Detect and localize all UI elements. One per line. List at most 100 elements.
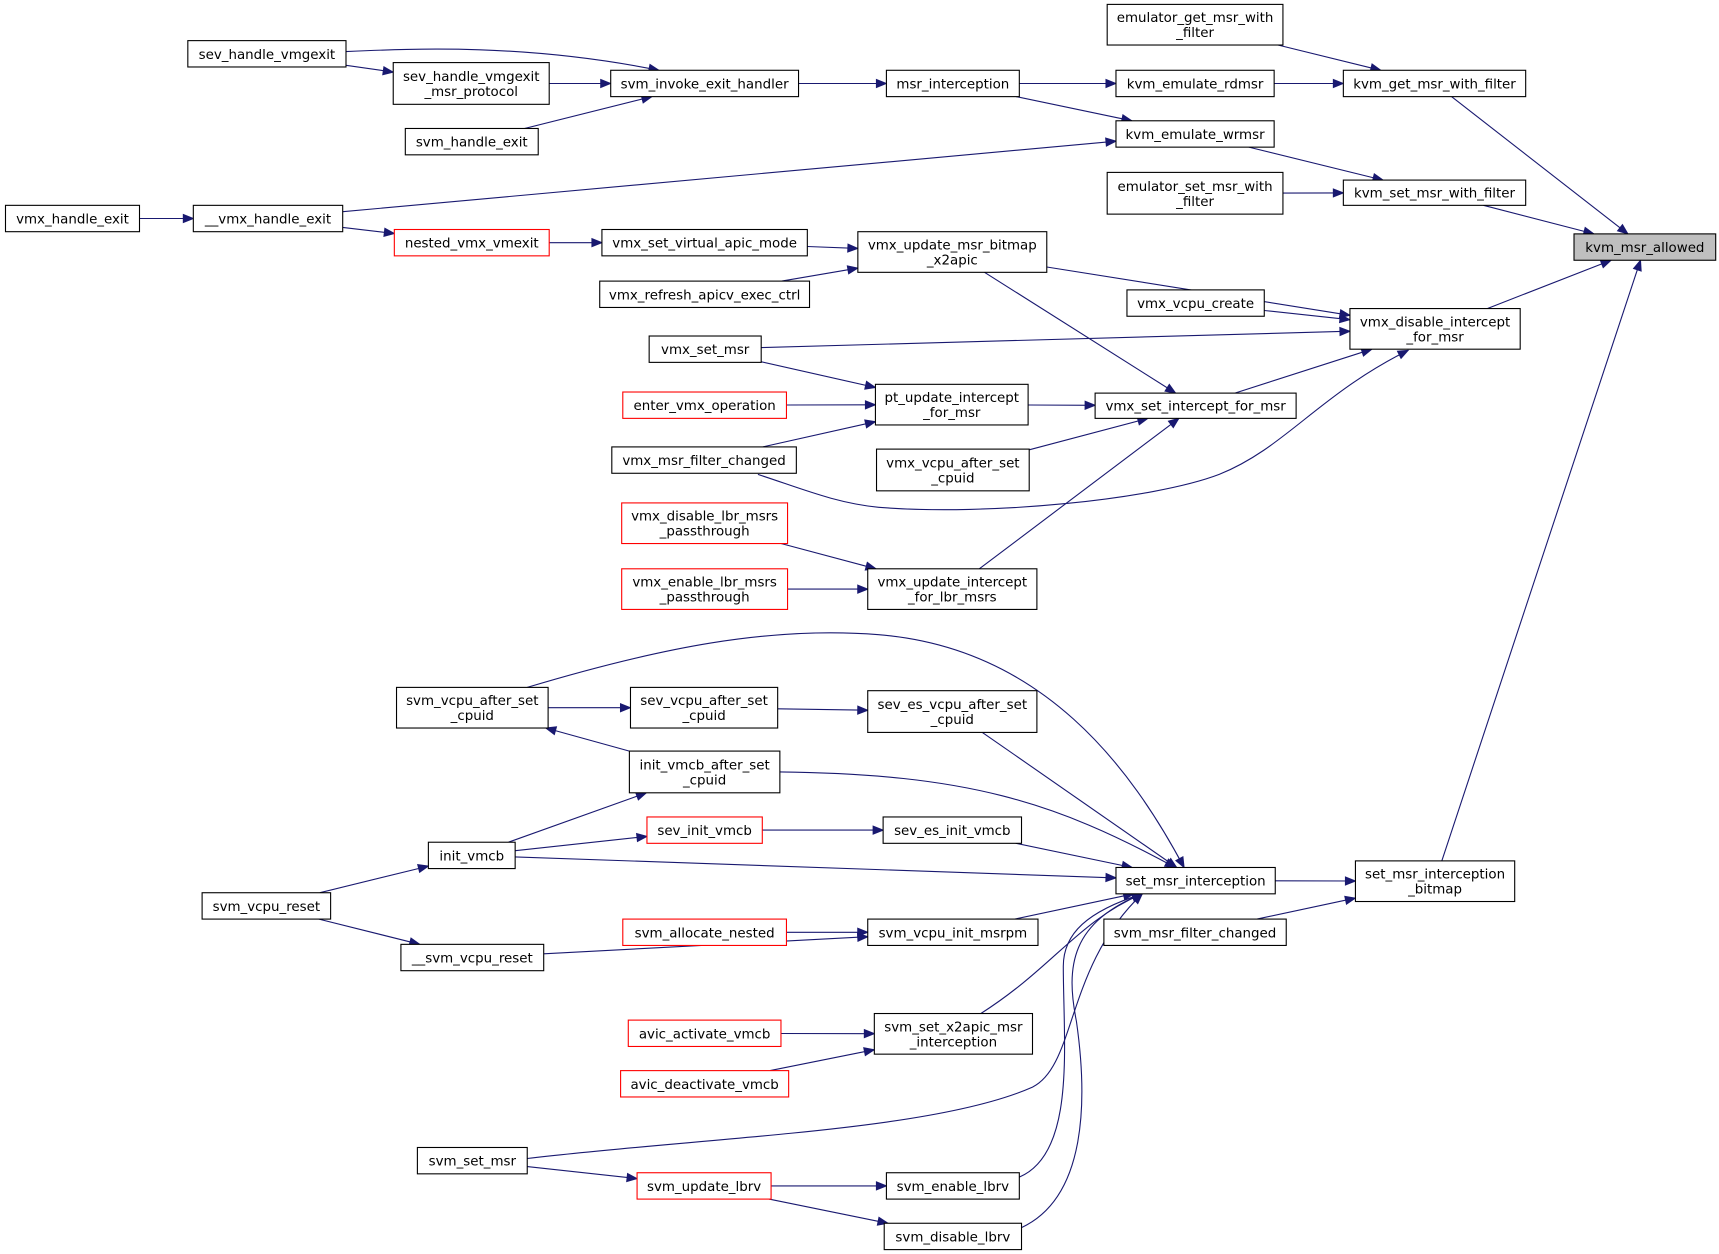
node-nested_vmx_vmexit[interactable]: nested_vmx_vmexit <box>393 228 550 257</box>
node-box <box>883 1222 1023 1251</box>
node-emulator_set_msr_with_filter[interactable]: emulator_set_msr_with_filter <box>1106 171 1284 215</box>
edge-msr_interception-to-kvm_emulate_wrmsr <box>1015 96 1134 124</box>
node-label: svm_allocate_nested <box>635 926 775 941</box>
node-pt_update_intercept_for_msr[interactable]: pt_update_intercept_for_msr <box>874 383 1029 426</box>
node-kvm_msr_allowed[interactable]: kvm_msr_allowed <box>1573 233 1717 261</box>
node-sev_handle_vmgexit_msr_protocol[interactable]: sev_handle_vmgexit_msr_protocol <box>392 62 550 105</box>
node-kvm_emulate_wrmsr[interactable]: kvm_emulate_wrmsr <box>1115 120 1275 148</box>
node-svm_set_x2apic_msr_interception[interactable]: svm_set_x2apic_msr_interception <box>873 1012 1034 1055</box>
node-label: sev_vcpu_after_set <box>640 694 768 709</box>
edge-svm_vcpu_after_set_cpuid-to-sev_vcpu_after_set_cpuid <box>548 702 632 713</box>
edge-svm_msr_filter_changed-to-set_msr_interception_bitmap <box>1256 895 1357 920</box>
node-label: __vmx_handle_exit <box>204 213 331 228</box>
node-svm_enable_lbrv[interactable]: svm_enable_lbrv <box>885 1172 1020 1200</box>
node-emulator_get_msr_with_filter[interactable]: emulator_get_msr_with_filter <box>1106 3 1284 46</box>
node-box <box>628 750 781 794</box>
node-kvm_emulate_rdmsr[interactable]: kvm_emulate_rdmsr <box>1115 69 1275 98</box>
node-kvm_set_msr_with_filter[interactable]: kvm_set_msr_with_filter <box>1342 179 1527 206</box>
node-svm_allocate_nested[interactable]: svm_allocate_nested <box>622 918 788 946</box>
node-vmx_refresh_apicv_exec_ctrl[interactable]: vmx_refresh_apicv_exec_ctrl <box>599 280 811 309</box>
edge-emulator_get_msr_with_filter-to-kvm_get_msr_with_filter <box>1277 44 1383 73</box>
node-svm_vcpu_reset[interactable]: svm_vcpu_reset <box>201 892 332 920</box>
node-label: set_msr_interception <box>1365 868 1505 883</box>
edge-svm_set_msr-to-svm_update_lbrv <box>527 1166 639 1183</box>
node-svm_vcpu_after_set_cpuid[interactable]: svm_vcpu_after_set_cpuid <box>395 686 549 729</box>
node-set_msr_interception_bitmap[interactable]: set_msr_interception_bitmap <box>1354 860 1516 903</box>
edge-set_msr_interception_bitmap-to-kvm_msr_allowed <box>1441 258 1642 862</box>
node-sev_init_vmcb[interactable]: sev_init_vmcb <box>646 816 763 844</box>
node-vmx_update_intercept_for_lbr_msrs[interactable]: vmx_update_intercept_for_lbr_msrs <box>867 568 1038 610</box>
node-label: init_vmcb <box>439 849 504 864</box>
node-vmx_handle_exit[interactable]: vmx_handle_exit <box>4 204 141 233</box>
node-label: kvm_emulate_rdmsr <box>1127 77 1264 92</box>
node-set_msr_interception[interactable]: set_msr_interception <box>1115 866 1276 895</box>
edge-init_vmcb-to-set_msr_interception <box>515 856 1118 883</box>
node-sev_es_vcpu_after_set_cpuid[interactable]: sev_es_vcpu_after_set_cpuid <box>867 690 1038 733</box>
node-label: vmx_set_intercept_for_msr <box>1105 400 1286 415</box>
node-__vmx_handle_exit[interactable]: __vmx_handle_exit <box>192 204 344 233</box>
node-box <box>427 841 516 870</box>
node-label: svm_enable_lbrv <box>897 1180 1009 1195</box>
node-vmx_msr_filter_changed[interactable]: vmx_msr_filter_changed <box>611 446 797 474</box>
node-box <box>867 690 1038 733</box>
node-box <box>601 228 808 257</box>
edge-svm_set_msr-to-set_msr_interception <box>527 892 1144 1160</box>
node-label: svm_vcpu_init_msrpm <box>879 926 1028 941</box>
node-vmx_enable_lbr_msrs_passthrough[interactable]: vmx_enable_lbr_msrs_passthrough <box>621 568 789 610</box>
node-sev_vcpu_after_set_cpuid[interactable]: sev_vcpu_after_set_cpuid <box>629 686 779 729</box>
node-label: _msr_protocol <box>423 85 518 100</box>
node-svm_msr_filter_changed[interactable]: svm_msr_filter_changed <box>1103 918 1287 946</box>
node-svm_vcpu_init_msrpm[interactable]: svm_vcpu_init_msrpm <box>867 918 1039 946</box>
node-box <box>875 448 1030 492</box>
node-msr_interception[interactable]: msr_interception <box>885 69 1020 98</box>
node-label: svm_vcpu_reset <box>213 900 321 915</box>
node-box <box>1342 179 1527 206</box>
node-label: _cpuid <box>682 773 726 788</box>
edge-svm_set_x2apic_msr_interception-to-set_msr_interception <box>980 893 1144 1014</box>
node-init_vmcb_after_set_cpuid[interactable]: init_vmcb_after_set_cpuid <box>628 750 781 794</box>
node-label: set_msr_interception <box>1126 875 1266 890</box>
node-sev_es_init_vmcb[interactable]: sev_es_init_vmcb <box>882 816 1023 844</box>
node-enter_vmx_operation[interactable]: enter_vmx_operation <box>622 391 788 419</box>
node-svm_set_msr[interactable]: svm_set_msr <box>416 1146 528 1175</box>
node-vmx_vcpu_after_set_cpuid[interactable]: vmx_vcpu_after_set_cpuid <box>875 448 1030 492</box>
node-box <box>416 1146 528 1175</box>
node-svm_invoke_exit_handler[interactable]: svm_invoke_exit_handler <box>610 69 800 98</box>
node-box <box>636 1172 772 1200</box>
node-sev_handle_vmgexit[interactable]: sev_handle_vmgexit <box>187 40 347 68</box>
node-box <box>1354 860 1516 903</box>
node-vmx_set_msr[interactable]: vmx_set_msr <box>648 335 762 363</box>
node-label: vmx_disable_intercept <box>1360 315 1510 330</box>
node-vmx_disable_intercept_for_msr[interactable]: vmx_disable_intercept_for_msr <box>1349 308 1521 350</box>
edge-sev_handle_vmgexit-to-sev_handle_vmgexit_msr_protocol <box>345 64 395 76</box>
edge-emulator_set_msr_with_filter-to-kvm_set_msr_with_filter <box>1282 188 1345 198</box>
node-avic_deactivate_vmcb[interactable]: avic_deactivate_vmcb <box>620 1070 790 1098</box>
node-box <box>873 1012 1034 1055</box>
node-__svm_vcpu_reset[interactable]: __svm_vcpu_reset <box>400 943 545 972</box>
node-label: _bitmap <box>1407 883 1462 898</box>
node-label: vmx_update_msr_bitmap <box>868 239 1037 254</box>
node-vmx_disable_lbr_msrs_passthrough[interactable]: vmx_disable_lbr_msrs_passthrough <box>621 502 789 545</box>
node-svm_handle_exit[interactable]: svm_handle_exit <box>404 127 539 156</box>
edge-kvm_set_msr_with_filter-to-kvm_msr_allowed <box>1483 204 1596 236</box>
node-label: vmx_set_msr <box>661 343 750 358</box>
edge-sev_vcpu_after_set_cpuid-to-sev_es_vcpu_after_set_cpuid <box>777 705 870 715</box>
node-avic_activate_vmcb[interactable]: avic_activate_vmcb <box>627 1019 782 1048</box>
node-vmx_update_msr_bitmap_x2apic[interactable]: vmx_update_msr_bitmap_x2apic <box>857 231 1048 273</box>
node-box <box>4 204 141 233</box>
node-label: svm_disable_lbrv <box>895 1230 1010 1245</box>
edge-sev_handle_vmgexit_msr_protocol-to-svm_invoke_exit_handler <box>549 78 613 89</box>
node-svm_disable_lbrv[interactable]: svm_disable_lbrv <box>883 1222 1023 1251</box>
node-kvm_get_msr_with_filter[interactable]: kvm_get_msr_with_filter <box>1342 69 1527 98</box>
edge-init_vmcb_after_set_cpuid-to-set_msr_interception <box>779 771 1177 869</box>
edge-__vmx_handle_exit-to-kvm_emulate_wrmsr <box>342 137 1118 213</box>
node-init_vmcb[interactable]: init_vmcb <box>427 841 516 870</box>
node-vmx_vcpu_create[interactable]: vmx_vcpu_create <box>1126 289 1265 317</box>
node-box <box>867 918 1039 946</box>
node-svm_update_lbrv[interactable]: svm_update_lbrv <box>636 1172 772 1200</box>
node-vmx_set_virtual_apic_mode[interactable]: vmx_set_virtual_apic_mode <box>601 228 808 257</box>
node-box <box>648 335 762 363</box>
edge-vmx_enable_lbr_msrs_passthrough-to-vmx_update_intercept_for_lbr_msrs <box>787 584 870 594</box>
node-layer: kvm_msr_allowedkvm_get_msr_with_filterkv… <box>4 3 1717 1251</box>
node-vmx_set_intercept_for_msr[interactable]: vmx_set_intercept_for_msr <box>1094 392 1297 419</box>
